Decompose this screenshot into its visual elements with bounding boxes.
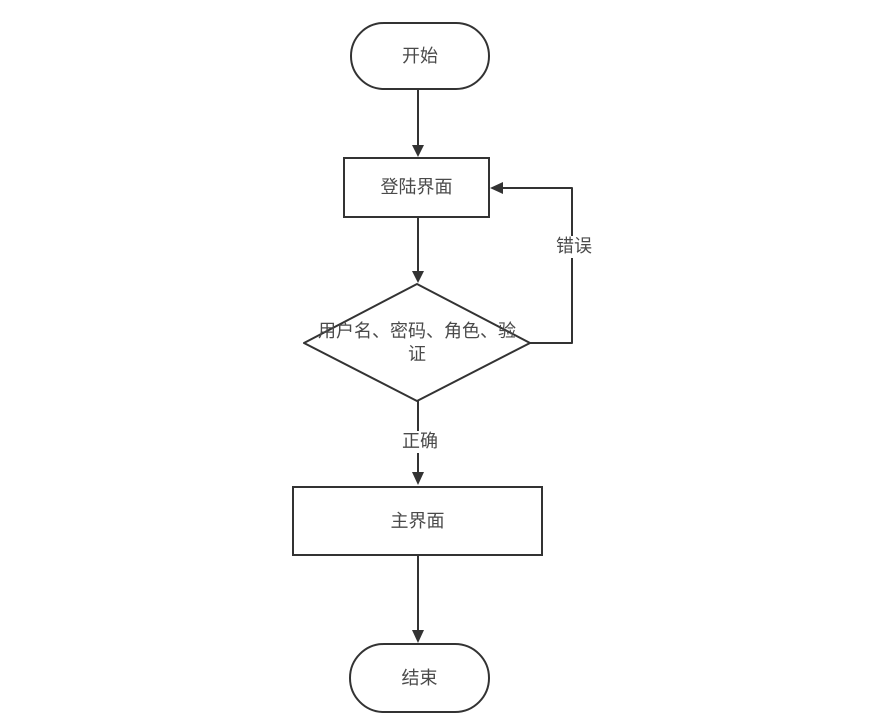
edge-decision-to-login-error [503, 187, 573, 344]
arrowhead-login-to-decision [412, 271, 424, 283]
arrowhead-main-to-end [412, 630, 424, 643]
arrowhead-decision-to-login [490, 182, 503, 194]
decision-diamond-shape [303, 283, 531, 402]
node-start-label: 开始 [402, 45, 438, 67]
node-main-label: 主界面 [390, 510, 445, 532]
node-login-label: 登陆界面 [380, 177, 453, 198]
node-decision-label: 用户名、密码、角色、验证 [318, 321, 516, 365]
node-end-terminator: 结束 [349, 643, 490, 713]
arrowhead-decision-to-main [412, 472, 424, 485]
node-start-terminator: 开始 [350, 22, 490, 90]
node-end-label: 结束 [401, 667, 438, 689]
edge-label-error: 错误 [550, 236, 598, 258]
node-main-process: 主界面 [292, 486, 543, 556]
arrowhead-start-to-login [412, 145, 424, 157]
edge-label-correct: 正确 [396, 431, 444, 453]
node-login-process: 登陆界面 [343, 157, 490, 218]
